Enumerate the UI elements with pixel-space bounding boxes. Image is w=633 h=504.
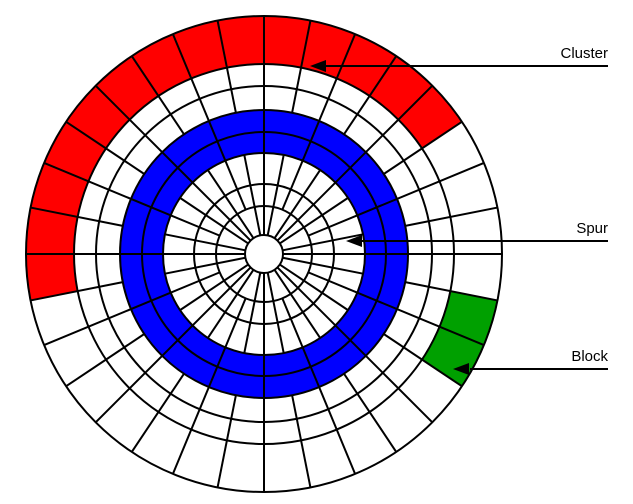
sector-line bbox=[43, 271, 221, 347]
sector-line bbox=[281, 297, 357, 475]
outer-sector-line bbox=[291, 395, 312, 488]
sector-line bbox=[171, 297, 247, 475]
sector-line bbox=[307, 161, 485, 237]
outer-sector-line bbox=[343, 373, 398, 453]
highlighted-block bbox=[421, 291, 498, 387]
inner-sector-line bbox=[279, 263, 349, 311]
sector-line bbox=[171, 33, 247, 211]
highlighted-cluster bbox=[25, 15, 462, 301]
track-arrowhead bbox=[346, 235, 362, 247]
track-label: Spur bbox=[576, 220, 608, 237]
block-arrowhead bbox=[453, 363, 469, 375]
inner-sector-line bbox=[273, 269, 321, 339]
sector-line bbox=[95, 85, 252, 242]
outer-sector-line bbox=[216, 395, 237, 488]
outer-sector-line bbox=[65, 333, 145, 388]
sector-line bbox=[43, 161, 221, 237]
sector-line bbox=[276, 266, 433, 423]
outer-sector-line bbox=[30, 281, 123, 302]
outer-sector-line bbox=[216, 20, 237, 113]
outer-sector-line bbox=[30, 206, 123, 227]
outer-sector-line bbox=[383, 333, 463, 388]
outer-sector-line bbox=[65, 120, 145, 175]
inner-sector-line bbox=[273, 169, 321, 239]
inner-sector-line bbox=[279, 197, 349, 245]
inner-sector-line bbox=[207, 269, 255, 339]
inner-sector-line bbox=[282, 256, 364, 275]
sector-line bbox=[281, 33, 357, 211]
inner-sector-line bbox=[164, 256, 246, 275]
outer-sector-line bbox=[405, 206, 498, 227]
spindle-hole bbox=[244, 234, 284, 274]
inner-sector-line bbox=[243, 154, 262, 236]
inner-sector-line bbox=[282, 233, 364, 252]
inner-sector-line bbox=[179, 263, 249, 311]
inner-sector-line bbox=[266, 154, 285, 236]
outer-sector-line bbox=[130, 373, 185, 453]
inner-sector-line bbox=[164, 233, 246, 252]
inner-sector-line bbox=[179, 197, 249, 245]
sector-line bbox=[307, 271, 485, 347]
inner-sector-line bbox=[266, 272, 285, 354]
sector-line bbox=[95, 266, 252, 423]
outer-sector-line bbox=[130, 55, 185, 135]
outer-sector-line bbox=[383, 120, 463, 175]
inner-sector-line bbox=[207, 169, 255, 239]
sector-line bbox=[276, 85, 433, 242]
outer-sector-line bbox=[405, 281, 498, 302]
outer-sector-line bbox=[343, 55, 398, 135]
callouts: Cluster Spur Block bbox=[310, 45, 608, 375]
disk-grid bbox=[25, 15, 503, 493]
cluster-label: Cluster bbox=[560, 45, 608, 62]
block-label: Block bbox=[571, 348, 608, 365]
outer-sector-line bbox=[291, 20, 312, 113]
cluster-arrowhead bbox=[310, 60, 326, 72]
inner-sector-line bbox=[243, 272, 262, 354]
